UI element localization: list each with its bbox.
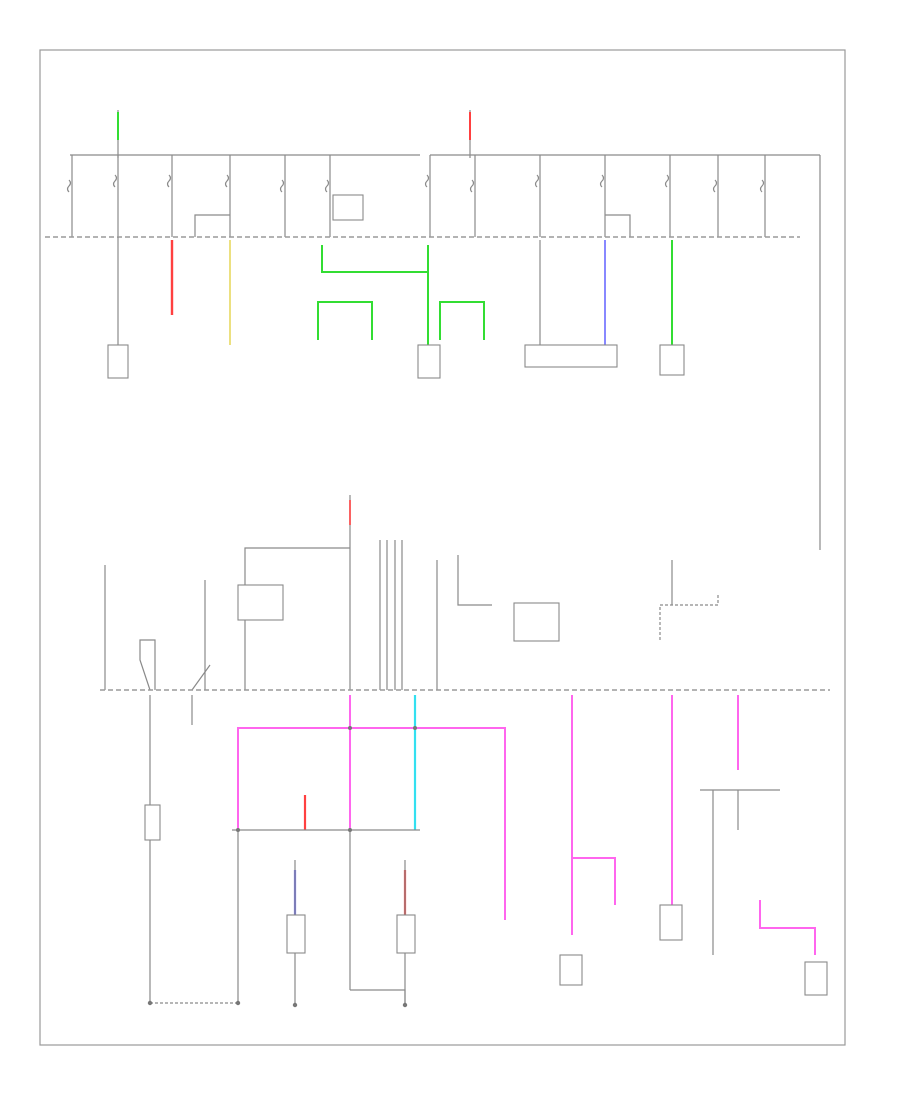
fuse-drops [71,155,766,237]
bottom-section [144,695,828,1008]
relay-a [513,602,560,642]
component-navigation-unit [659,904,683,941]
pink-wire-group [237,695,816,955]
middle-section [100,495,830,691]
relay-module [237,584,284,621]
component-window-motor-right [396,914,416,954]
component-passenger-window-switch [524,344,618,368]
component-driver-switch [417,344,441,379]
relay-box [332,194,364,221]
component-passenger-window-motor [659,344,685,376]
component-power-window-motor [107,344,129,379]
component-passenger-control [559,954,583,986]
fuse-symbols [66,174,765,193]
diagram-frame [39,49,846,1046]
component-window-motor-left [286,914,306,954]
component-front-switch [144,804,161,841]
component-amplifier [804,961,828,996]
green-wire-group [317,240,673,345]
top-fuse-section [45,110,821,550]
